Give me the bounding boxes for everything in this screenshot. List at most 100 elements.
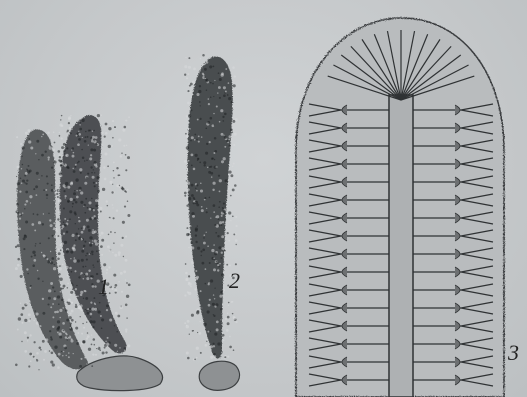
speckle bbox=[93, 169, 94, 170]
speckle bbox=[53, 161, 56, 164]
speckle bbox=[227, 322, 230, 325]
speckle bbox=[208, 282, 210, 284]
speckle bbox=[224, 146, 226, 148]
speckle bbox=[210, 279, 213, 282]
speckle bbox=[49, 330, 51, 332]
speckle bbox=[191, 246, 194, 249]
speckle bbox=[116, 167, 118, 169]
speckle bbox=[86, 310, 88, 312]
speckle bbox=[114, 289, 117, 292]
speckle bbox=[112, 207, 113, 208]
speckle bbox=[118, 138, 121, 141]
speckle bbox=[217, 92, 218, 93]
speckle bbox=[52, 235, 54, 237]
speckle bbox=[79, 189, 81, 191]
speckle bbox=[57, 327, 60, 330]
speckle bbox=[96, 182, 98, 184]
speckle bbox=[212, 65, 214, 67]
speckle bbox=[211, 158, 213, 160]
speckle bbox=[35, 153, 36, 154]
speckle bbox=[34, 254, 36, 256]
speckle bbox=[193, 68, 196, 71]
speckle bbox=[114, 344, 117, 347]
speckle bbox=[92, 353, 94, 355]
speckle bbox=[120, 306, 123, 309]
speckle bbox=[198, 136, 200, 138]
speckle bbox=[48, 213, 49, 214]
speckle bbox=[69, 316, 72, 319]
speckle bbox=[201, 206, 203, 208]
speckle bbox=[101, 131, 104, 134]
speckle bbox=[223, 157, 226, 160]
speckle bbox=[230, 157, 231, 158]
speckle bbox=[77, 143, 80, 146]
speckle bbox=[43, 213, 44, 214]
speckle bbox=[64, 164, 65, 165]
speckle bbox=[30, 202, 31, 203]
figure-2-base bbox=[199, 361, 239, 390]
speckle bbox=[84, 160, 85, 161]
speckle bbox=[106, 309, 108, 311]
speckle bbox=[195, 234, 197, 236]
speckle bbox=[107, 205, 109, 207]
speckle bbox=[65, 336, 67, 338]
speckle bbox=[93, 297, 95, 299]
speckle bbox=[114, 254, 117, 257]
speckle bbox=[188, 151, 189, 152]
speckle bbox=[70, 339, 73, 342]
speckle bbox=[21, 156, 23, 158]
speckle bbox=[213, 113, 214, 114]
speckle bbox=[189, 334, 190, 335]
speckle bbox=[212, 124, 215, 127]
speckle bbox=[72, 147, 75, 150]
speckle bbox=[200, 58, 202, 60]
speckle bbox=[100, 245, 103, 248]
speckle bbox=[76, 340, 78, 342]
speckle bbox=[73, 353, 74, 354]
speckle bbox=[213, 204, 216, 207]
speckle bbox=[190, 242, 192, 244]
speckle bbox=[33, 213, 35, 215]
speckle bbox=[92, 326, 94, 328]
speckle bbox=[195, 201, 196, 202]
speckle bbox=[61, 235, 62, 236]
speckle bbox=[89, 208, 92, 211]
speckle bbox=[217, 264, 219, 266]
speckle bbox=[86, 259, 88, 261]
speckle bbox=[64, 153, 65, 154]
speckle bbox=[221, 72, 224, 75]
speckle bbox=[85, 297, 88, 300]
speckle bbox=[194, 154, 197, 157]
speckle bbox=[94, 285, 96, 287]
speckle bbox=[71, 310, 74, 313]
speckle bbox=[222, 116, 224, 118]
speckle bbox=[83, 245, 86, 248]
speckle bbox=[112, 120, 114, 122]
speckle bbox=[122, 221, 125, 224]
speckle bbox=[89, 236, 92, 239]
speckle bbox=[192, 215, 195, 218]
speckle bbox=[57, 366, 60, 369]
speckle bbox=[38, 159, 39, 160]
speckle bbox=[228, 82, 230, 84]
speckle bbox=[213, 294, 214, 295]
speckle bbox=[68, 298, 71, 301]
speckle bbox=[16, 176, 17, 177]
speckle bbox=[191, 154, 194, 157]
speckle bbox=[224, 113, 227, 116]
speckle bbox=[50, 306, 52, 308]
speckle bbox=[65, 266, 68, 269]
speckle bbox=[114, 325, 115, 326]
speckle bbox=[75, 233, 78, 236]
speckle bbox=[233, 349, 235, 351]
speckle bbox=[214, 137, 217, 140]
speckle bbox=[228, 240, 230, 242]
speckle bbox=[30, 285, 32, 287]
speckle bbox=[91, 365, 93, 367]
speckle bbox=[46, 175, 48, 177]
speckle bbox=[45, 151, 47, 153]
speckle bbox=[118, 251, 121, 254]
speckle bbox=[184, 74, 186, 76]
speckle bbox=[65, 154, 68, 157]
speckle bbox=[92, 285, 95, 288]
